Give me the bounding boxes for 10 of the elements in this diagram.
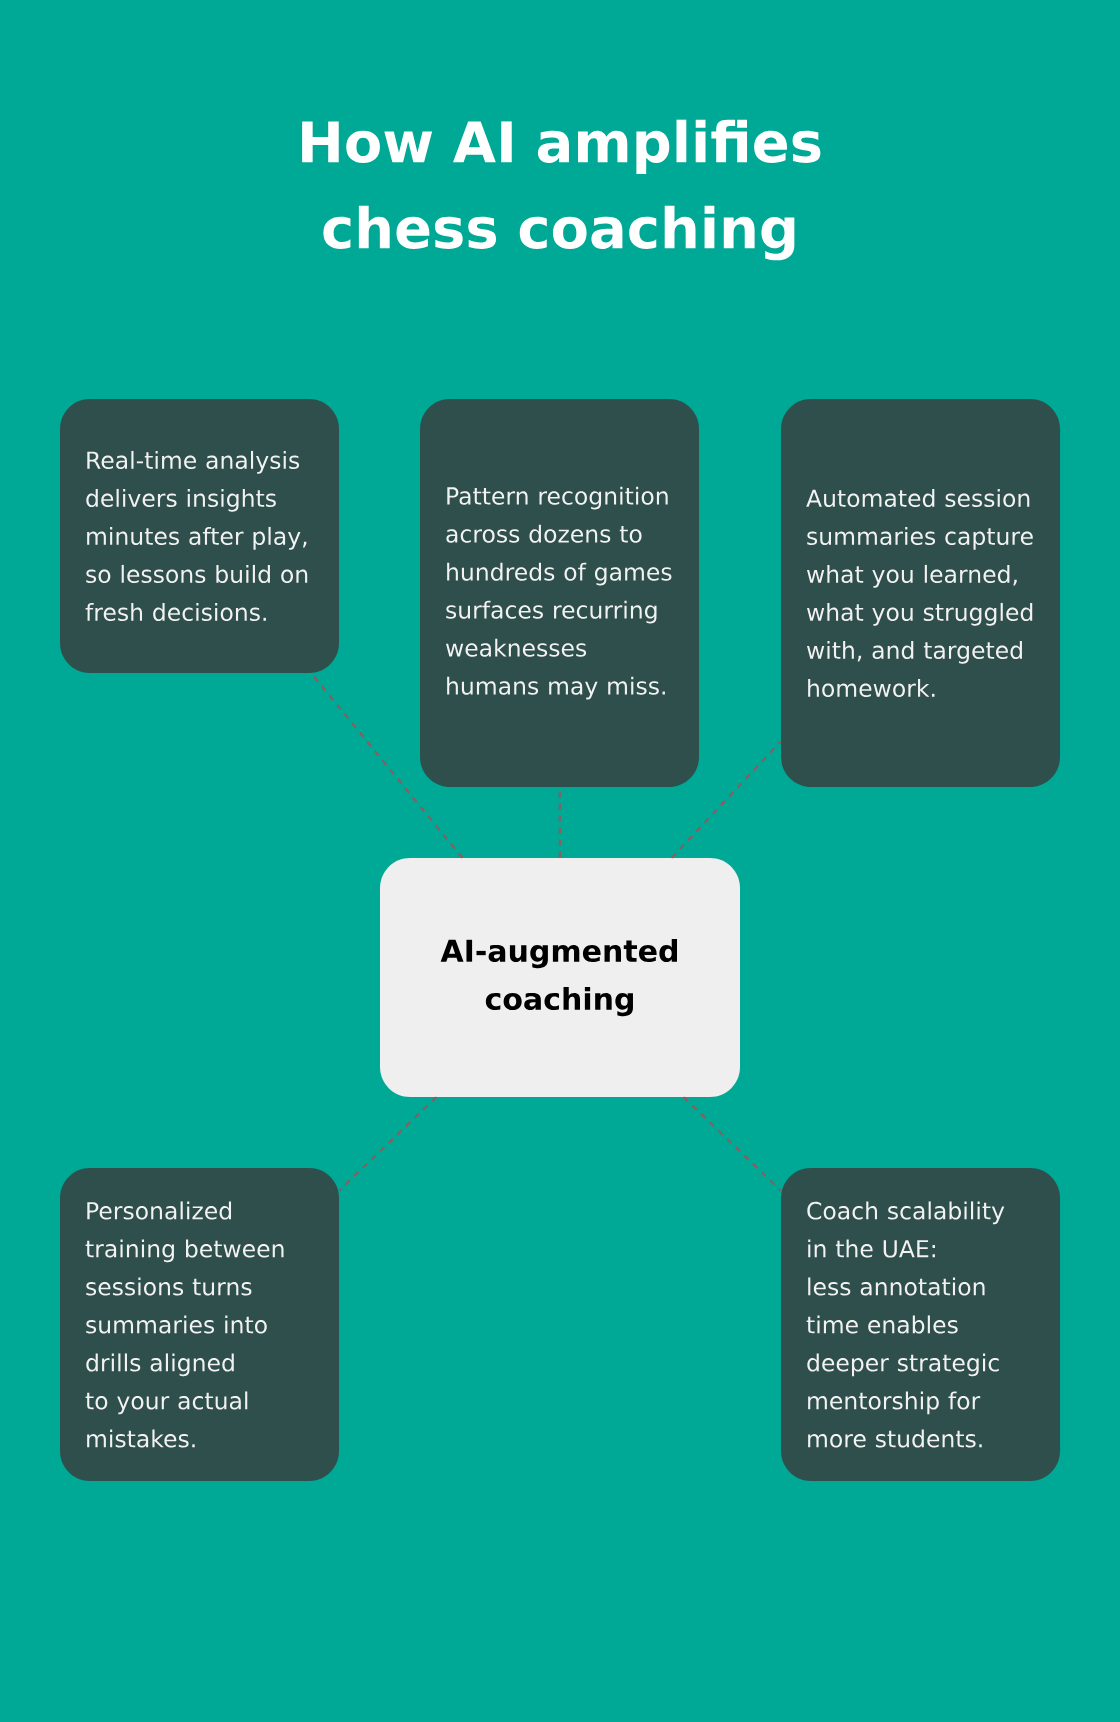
title: How AI amplifies chess coaching	[302, 119, 821, 261]
text-card: Automated session summaries capture what you learned, what you struggled with, and targeted homework.	[781, 399, 1060, 787]
center-box: AI-augmented coaching	[380, 858, 740, 1097]
text-card: Personalized training between sessions turns summaries into drills aligned to your actual mistakes.	[60, 1168, 339, 1481]
text-card: Real-time analysis delivers insights minutes after play, so lessons build on fresh decisions.	[60, 399, 339, 673]
text-card: Pattern recognition across dozens to hundreds of games surfaces recurring weaknesses humans may miss.	[420, 399, 699, 787]
connector-line	[670, 740, 782, 859]
connector-line	[338, 1096, 437, 1192]
connector-line	[683, 1096, 782, 1192]
text-card: Coach scalability in the UAE: less annotation time enables deeper strategic mentorship for more students.	[781, 1168, 1060, 1481]
